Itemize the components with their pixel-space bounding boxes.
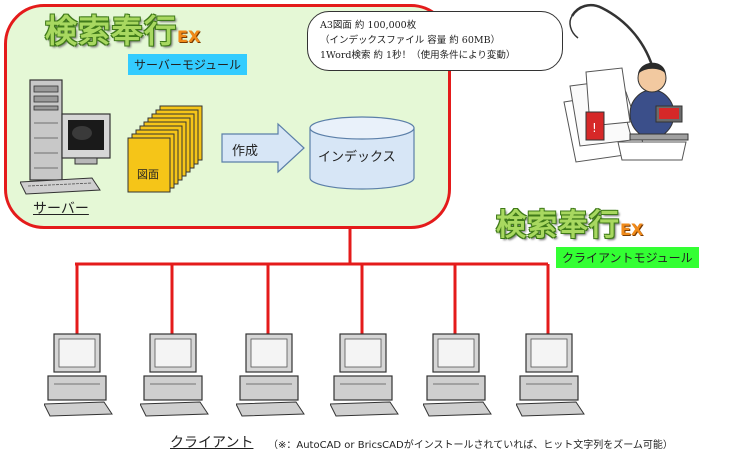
index-label: インデックス [318, 150, 396, 165]
right-arrow-icon [221, 122, 305, 174]
drawing-stack-icon [127, 105, 203, 193]
client-computer-icon-3 [236, 333, 305, 417]
client-computer-icon-5 [423, 333, 492, 417]
callout-line-3: 1Word検索 約 1秒！（使用条件により変動） [320, 50, 516, 61]
client-note: （※：AutoCAD or BricsCADがインストールされていれば、ヒット文… [268, 440, 673, 451]
client-computer-icon-1 [44, 333, 113, 417]
callout-line-2: （インデックスファイル 容量 約 60MB） [320, 35, 501, 46]
server-logo-suffix: EX [177, 27, 201, 46]
server-module-label: サーバーモジュール [128, 54, 248, 75]
callout-line-1: A3図面 約 100,000枚 [320, 20, 417, 31]
client-computer-icon-2 [140, 333, 209, 417]
performance-callout: A3図面 約 100,000枚 （インデックスファイル 容量 約 60MB） 1… [307, 11, 563, 71]
database-cylinder-icon [309, 116, 415, 190]
worker-with-whip-illustration: ! [563, 4, 689, 163]
client-computer-icon-4 [330, 333, 399, 417]
arrow-label: 作成 [232, 144, 259, 159]
drawings-label: 図面 [137, 168, 159, 181]
client-logo-text: 検索奉行 [496, 208, 620, 243]
client-module-label: クライアントモジュール [556, 247, 699, 268]
client-label: クライアント [170, 435, 254, 451]
server-module-logo: 検索奉行EX [45, 6, 200, 52]
server-label: サーバー [33, 201, 89, 217]
client-logo-suffix: EX [620, 220, 644, 239]
client-computer-icon-6 [516, 333, 585, 417]
svg-text:!: ! [592, 121, 597, 135]
server-computer-icon [20, 79, 111, 195]
client-module-logo: 検索奉行EX [496, 200, 643, 244]
server-logo-text: 検索奉行 [45, 12, 178, 50]
